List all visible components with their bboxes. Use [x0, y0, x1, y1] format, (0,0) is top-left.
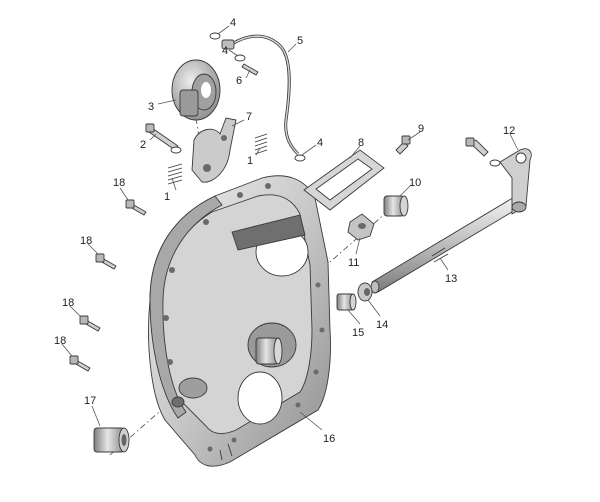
callout-2: 2: [140, 139, 146, 151]
callout-1-right: 1: [247, 155, 253, 167]
leader-lines: [61, 25, 519, 431]
callout-4-mid: 4: [222, 45, 228, 57]
callout-5: 5: [297, 35, 303, 47]
callout-6: 6: [236, 75, 242, 87]
callout-18-d: 18: [54, 335, 66, 347]
callout-15: 15: [352, 327, 364, 339]
bolt-9: [395, 135, 411, 155]
callout-9: 9: [418, 123, 424, 135]
washer-14: [357, 282, 373, 302]
bolt-18a: [125, 199, 147, 216]
callout-12: 12: [503, 125, 515, 137]
bearing-disk-3: [171, 59, 221, 121]
callout-16: 16: [323, 433, 335, 445]
bolt-6: [241, 63, 259, 76]
callout-11: 11: [348, 257, 359, 269]
spring-1-left: [167, 163, 183, 185]
spring-1-right: [254, 133, 268, 155]
callout-13: 13: [445, 273, 457, 285]
bolt-2: [145, 123, 182, 154]
callout-3: 3: [148, 101, 154, 113]
washer-4-top: [209, 32, 221, 40]
bolt-18b: [95, 253, 117, 270]
callout-10: 10: [409, 177, 421, 189]
washer-4-mid: [234, 54, 246, 62]
callout-8: 8: [358, 137, 364, 149]
bolt-18c: [79, 315, 101, 332]
bushing-15: [336, 293, 357, 311]
fork-11: [347, 213, 375, 241]
callout-7: 7: [246, 111, 252, 123]
release-fork-7: [191, 117, 237, 183]
bushing-17: [93, 427, 130, 453]
callout-4-top: 4: [230, 17, 236, 29]
callout-1-left: 1: [164, 191, 170, 203]
callout-17: 17: [84, 395, 96, 407]
callout-14: 14: [376, 319, 388, 331]
washer-4-lower: [294, 154, 306, 162]
gasket-8: [303, 149, 385, 211]
bell-housing: [148, 175, 331, 467]
inner-bushing: [255, 337, 283, 365]
callout-18-b: 18: [80, 235, 92, 247]
bolt-18d: [69, 355, 91, 372]
shaft-13: [370, 195, 523, 294]
lever-12: [499, 148, 532, 215]
bushing-10: [383, 195, 409, 217]
callout-labels: 1 1 2 3 4 4 4 5 6 7 8 9 10 11 12 13 14 1…: [54, 17, 515, 445]
oil-pipe-5: [221, 34, 300, 156]
callout-18-c: 18: [62, 297, 74, 309]
callout-18-a: 18: [113, 177, 125, 189]
bolt-near-lever: [465, 137, 501, 167]
callout-4-lower: 4: [317, 137, 323, 149]
